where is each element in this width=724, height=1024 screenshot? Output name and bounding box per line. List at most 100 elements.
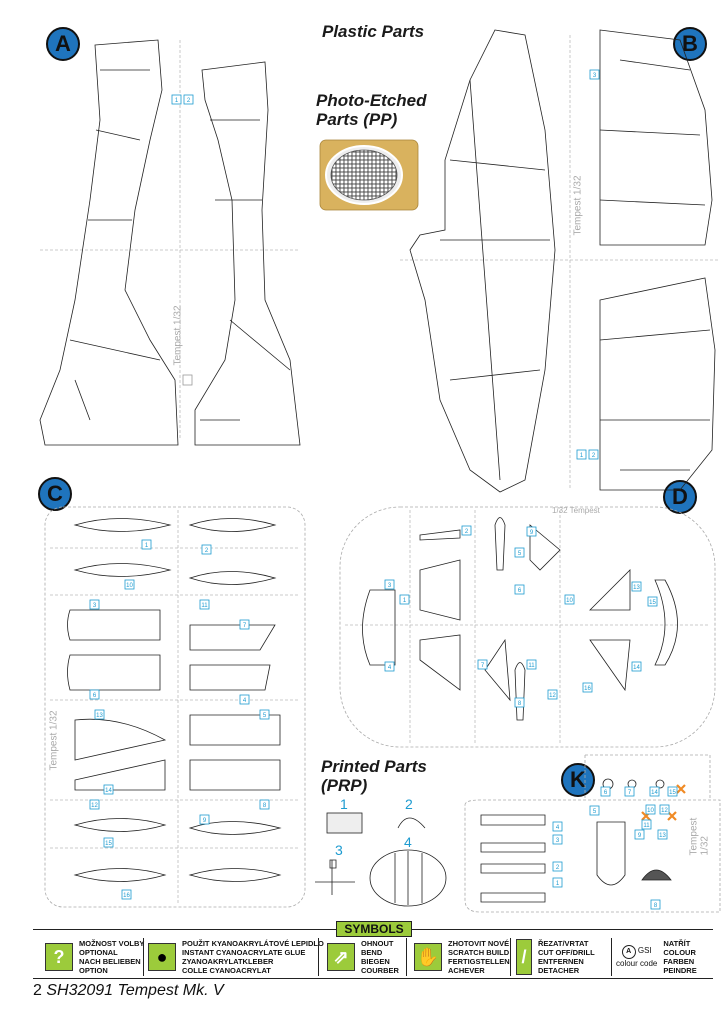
part-number: 3	[388, 583, 392, 589]
part-number: 14	[651, 790, 658, 796]
sprue-a-badge: A	[46, 27, 80, 61]
photo-etched-fret	[319, 139, 419, 211]
part-number: 3	[93, 603, 97, 609]
seat	[641, 869, 672, 881]
part-number: 11	[201, 603, 208, 609]
part-number-box	[659, 804, 670, 815]
divider	[611, 938, 612, 976]
part-number: 7	[628, 790, 632, 796]
part-number-box	[582, 682, 593, 693]
part-number-box	[641, 819, 652, 830]
part-number: 8	[263, 803, 267, 809]
part-number: 15	[105, 841, 112, 847]
footer-page-title: 2 SH32091 Tempest Mk. V	[33, 982, 224, 1000]
part-number: 5	[593, 809, 597, 815]
part-number: 5	[518, 551, 522, 557]
part-number: 4	[388, 665, 392, 671]
part-number-box	[634, 829, 645, 840]
part-number: 5	[263, 713, 267, 719]
part-number: 2	[556, 865, 560, 871]
part-number: 1	[403, 598, 407, 604]
part-number: 8	[654, 903, 658, 909]
part-number-box	[552, 861, 563, 872]
printed-part-3: 3	[335, 842, 343, 858]
sprue-c-label: Tempest 1/32	[48, 710, 60, 771]
canopy	[596, 821, 626, 886]
panel	[189, 714, 281, 746]
plastic-parts-heading: Plastic Parts	[322, 22, 425, 41]
part-number-box	[171, 94, 182, 105]
part-number-box	[239, 694, 250, 705]
part-number: 2	[465, 529, 469, 535]
part-number-box	[650, 899, 661, 910]
sprue-b-label: Tempest 1/32	[572, 175, 584, 236]
part-number-box	[239, 619, 250, 630]
part-number-box	[103, 784, 114, 795]
part-number-box	[667, 786, 678, 797]
part-number-box	[183, 94, 194, 105]
part-number-box	[526, 659, 537, 670]
part-number: 12	[91, 803, 98, 809]
bend-icon: ⇗	[327, 943, 355, 971]
page-number: 2	[33, 982, 42, 999]
kit-title: SH32091 Tempest Mk. V	[46, 982, 224, 999]
divider	[143, 938, 144, 976]
wing-upper-left	[599, 29, 713, 246]
part-number-box	[657, 829, 668, 840]
part-number: 10	[566, 598, 573, 604]
part-number-box	[624, 786, 635, 797]
part-number: 11	[643, 823, 650, 829]
footer-line-bottom	[33, 978, 713, 979]
part-number-box	[589, 69, 600, 80]
glue-drop-icon: ●	[148, 943, 176, 971]
legend-glue: ● POUŽIT KYANOAKRYLÁTOVÉ LEPIDLO INSTANT…	[148, 937, 324, 977]
part-number-box	[399, 594, 410, 605]
fuselage-right-half	[194, 61, 301, 446]
part-number: 7	[481, 663, 485, 669]
printed-part-4: 4	[404, 834, 412, 850]
part-number: 4	[243, 698, 247, 704]
part-number-box	[124, 579, 135, 590]
part-number: 6	[518, 588, 522, 594]
part-number: 3	[556, 838, 560, 844]
part-number: 1	[556, 881, 560, 887]
wing-upper-right	[599, 277, 716, 491]
part-number-box	[564, 594, 575, 605]
part-number: 9	[638, 833, 642, 839]
part-number-box	[199, 599, 210, 610]
fairing	[74, 759, 166, 791]
part-number-box	[631, 581, 642, 592]
part-number-box	[89, 799, 100, 810]
part-number-box	[514, 697, 525, 708]
part-number-box	[259, 709, 270, 720]
sprue-a-label: Tempest 1/32	[172, 305, 184, 366]
part-number-box	[547, 689, 558, 700]
part-number: 15	[649, 600, 656, 606]
sprue-c-badge: C	[38, 477, 72, 511]
part-number: 2	[187, 98, 191, 104]
part-number: 12	[661, 808, 668, 814]
drop-tank-half	[73, 563, 172, 577]
sprue-b	[400, 29, 720, 493]
photo-etched-heading: Photo-Etched Parts (PP)	[316, 91, 427, 129]
divider	[318, 938, 319, 976]
nose-cone	[188, 518, 277, 532]
nose-cone	[188, 571, 277, 585]
part-number: 4	[556, 825, 560, 831]
part-number-box	[588, 449, 599, 460]
sprue-d-label: 1/32 Tempest	[552, 506, 600, 515]
part-number-box	[103, 837, 114, 848]
part-number: 2	[592, 453, 596, 459]
part-number-box	[631, 661, 642, 672]
sprue-k	[464, 754, 721, 913]
flap	[189, 664, 271, 691]
part-number-box	[552, 834, 563, 845]
part-number: 12	[549, 693, 556, 699]
part-number: 16	[123, 893, 130, 899]
part-number: 10	[647, 808, 654, 814]
part-number: 11	[528, 663, 535, 669]
part-number-box	[647, 596, 658, 607]
radiator-half	[67, 609, 161, 641]
question-icon: ?	[45, 943, 73, 971]
